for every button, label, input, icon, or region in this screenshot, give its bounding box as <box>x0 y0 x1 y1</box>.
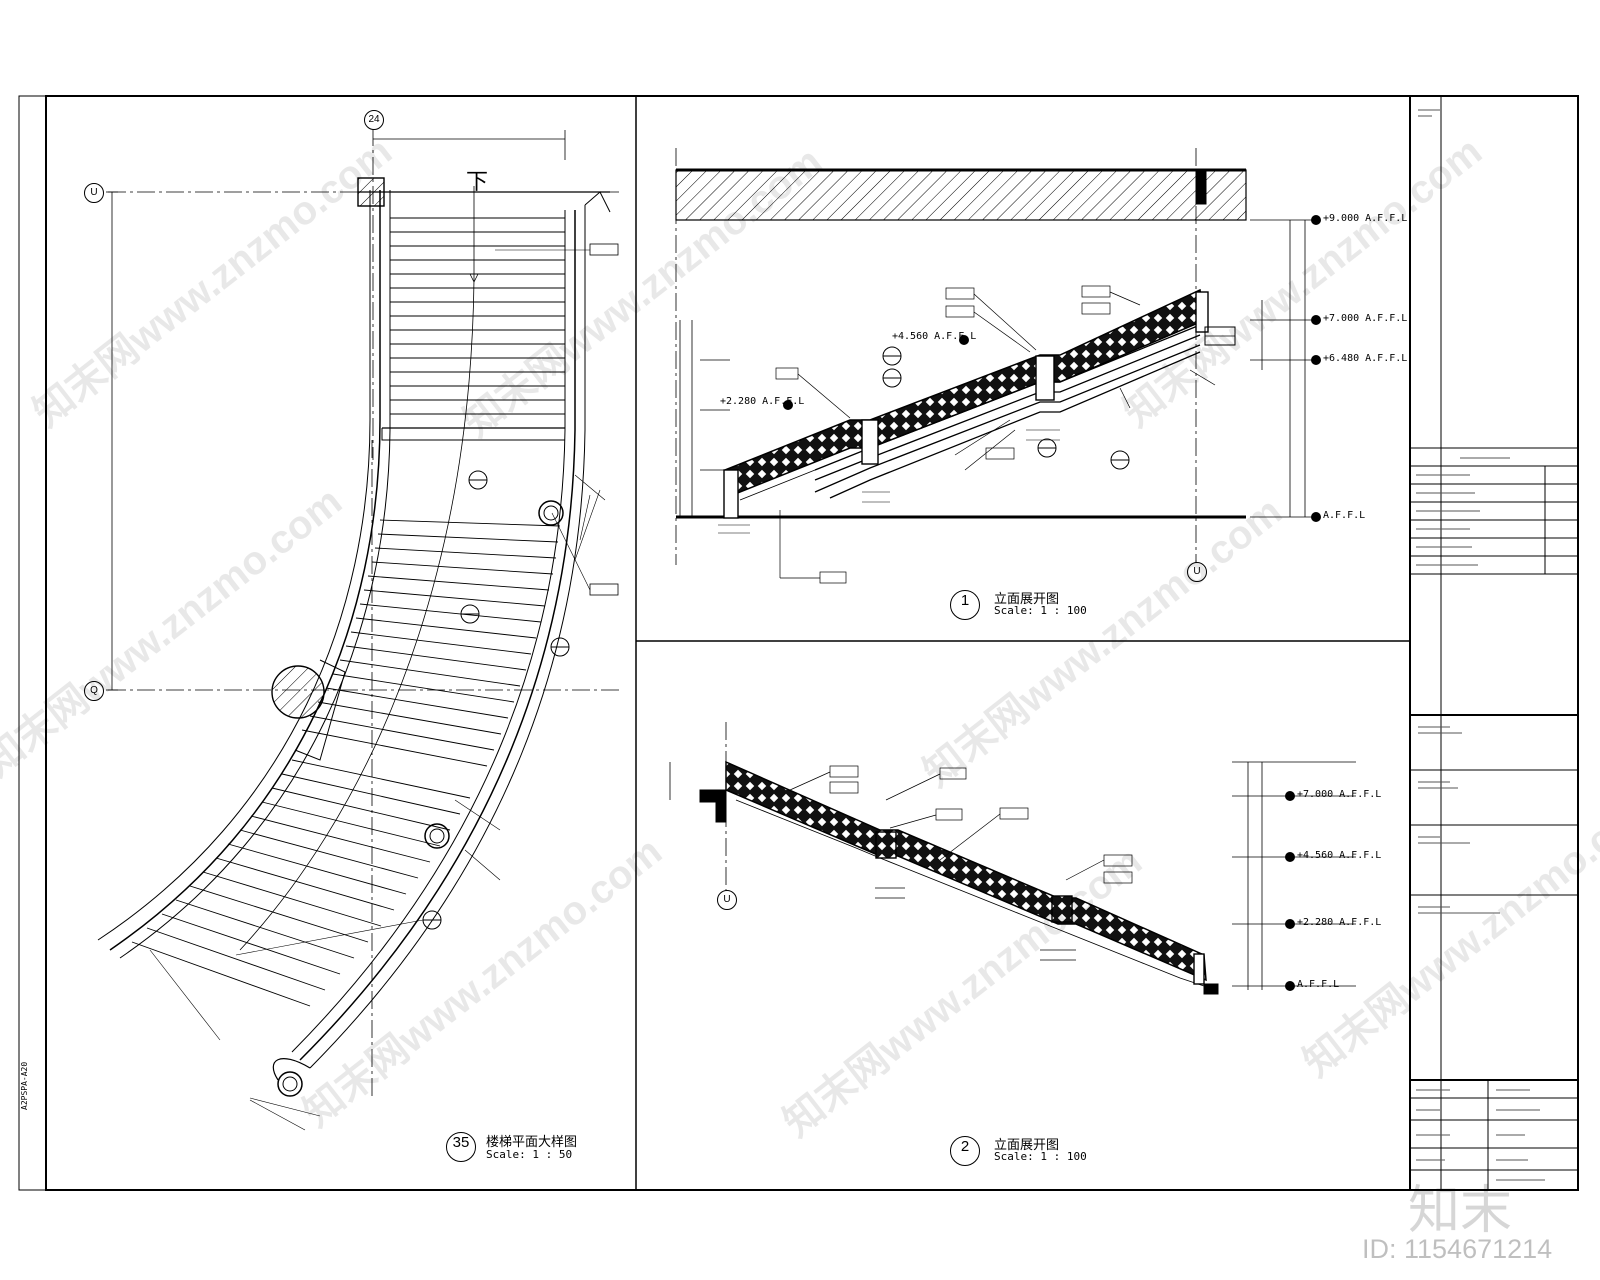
elev1-level-4: +2.280 A.F.F.L <box>720 396 805 407</box>
elev2-number-bubble: 2 <box>950 1136 980 1166</box>
title-block-notes <box>1416 109 1545 1181</box>
elev1-number: 1 <box>960 592 970 609</box>
image-id: ID: 1154671214 <box>1362 1234 1553 1264</box>
axis-label-u-elev2: U <box>723 894 731 905</box>
plan-scale: Scale: 1 : 50 <box>486 1148 573 1161</box>
axis-bubble-q: Q <box>84 681 104 701</box>
plan-title: 楼梯平面大样图 <box>486 1135 578 1150</box>
down-label: 下 <box>466 170 489 195</box>
axis-label-q: Q <box>90 685 98 696</box>
elev2-level-0: +7.000 A.F.F.L <box>1297 789 1382 800</box>
elev2-number: 2 <box>960 1138 970 1155</box>
elev1-level-1: +7.000 A.F.F.L <box>1323 313 1408 324</box>
axis-bubble-u-plan: U <box>84 183 104 203</box>
elev1-title: 立面展开图 <box>994 592 1060 607</box>
axis-label-24: 24 <box>368 114 380 125</box>
elev2-level-1: +4.560 A.F.F.L <box>1297 850 1382 861</box>
brand-logo: 知末 <box>1408 1181 1513 1241</box>
elevation-2 <box>669 722 1356 995</box>
elev1-scale: Scale: 1 : 100 <box>994 604 1087 617</box>
plan-number-bubble: 35 <box>446 1132 476 1162</box>
plan-number: 35 <box>452 1134 470 1151</box>
axis-bubble-u-elev2: U <box>717 890 737 910</box>
elev2-level-3: A.F.F.L <box>1297 979 1340 990</box>
axis-label-u-elev1: U <box>1193 566 1201 577</box>
elev1-level-0: +9.000 A.F.F.L <box>1323 213 1408 224</box>
elevation-1 <box>675 148 1321 584</box>
elev2-level-2: +2.280 A.F.F.L <box>1297 917 1382 928</box>
stair-plan <box>97 128 620 1131</box>
axis-bubble-u-elev1: U <box>1187 562 1207 582</box>
elev2-title: 立面展开图 <box>994 1138 1060 1153</box>
elev2-scale: Scale: 1 : 100 <box>994 1150 1087 1163</box>
elev1-level-5: A.F.F.L <box>1323 510 1366 521</box>
sheet-border <box>18 95 1579 1191</box>
axis-bubble-24: 24 <box>364 110 384 130</box>
axis-label-u-plan: U <box>90 187 98 198</box>
elev1-number-bubble: 1 <box>950 590 980 620</box>
sheet-code: A2PSPA-A20 <box>20 1061 29 1110</box>
elev1-level-3: +4.560 A.F.F.L <box>892 331 977 342</box>
title-block <box>1410 447 1578 1190</box>
elev1-level-2: +6.480 A.F.F.L <box>1323 353 1408 364</box>
